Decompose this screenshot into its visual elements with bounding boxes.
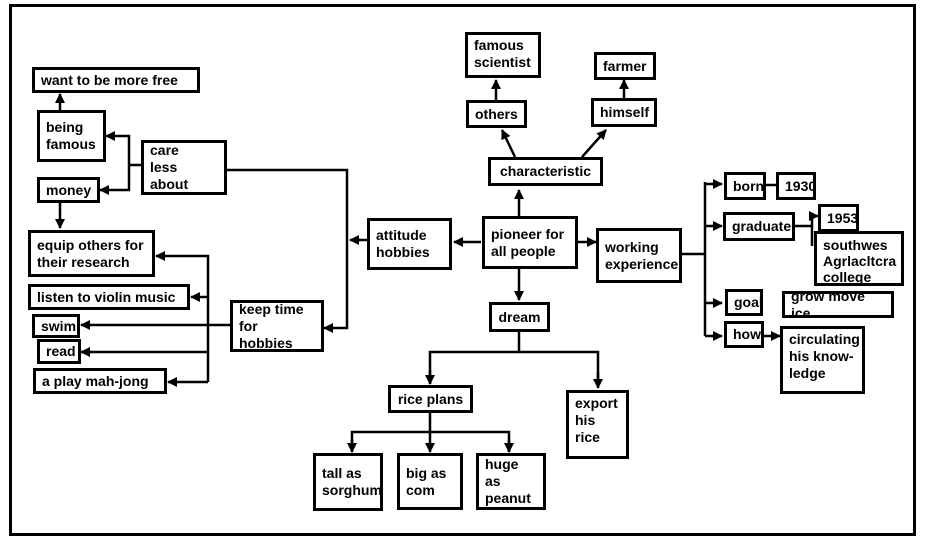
- node-mahjong: a play mah-jong: [33, 368, 167, 394]
- node-farmer: farmer: [594, 52, 656, 80]
- node-pioneer: pioneer for all people: [482, 216, 578, 269]
- node-swim: swim: [32, 314, 80, 338]
- node-1953: 1953: [818, 204, 859, 232]
- node-others: others: [466, 100, 527, 128]
- node-want-free: want to be more free: [32, 67, 200, 93]
- edge-care-money: [99, 165, 131, 195]
- node-big: big as com: [397, 453, 463, 510]
- node-care-less: care less about: [141, 140, 227, 195]
- node-violin: listen to violin music: [28, 284, 190, 310]
- edge-characteristic-others: [500, 129, 517, 158]
- node-read: read: [37, 339, 81, 364]
- edge-attitude-branch: [227, 168, 349, 333]
- node-tall: tall as sorghum: [313, 453, 383, 511]
- node-characteristic: characteristic: [488, 157, 603, 186]
- diagram-frame: [9, 4, 916, 536]
- node-famous-scientist: famous scientist: [465, 32, 541, 78]
- edge-keep-equip: [155, 251, 210, 382]
- node-circulating: circulating his know- ledge: [780, 326, 865, 394]
- node-export: export his rice: [566, 390, 629, 459]
- node-keep-time: keep time for hobbies: [230, 300, 324, 352]
- node-goal: goal: [725, 289, 763, 316]
- node-1930: 1930: [776, 172, 816, 200]
- edge-care-famous: [105, 131, 131, 165]
- node-how: how: [724, 321, 764, 348]
- node-huge: huge as peanut: [476, 453, 546, 510]
- node-grow: grow move ice: [782, 288, 894, 321]
- node-himself: himself: [591, 98, 657, 127]
- node-equip-others: equip others for their research: [28, 230, 155, 277]
- node-dream: dream: [489, 302, 550, 332]
- node-money: money: [37, 177, 100, 203]
- node-born: born: [724, 172, 766, 200]
- edge-dream-branch: [428, 350, 600, 386]
- node-working: working experience: [596, 228, 682, 283]
- node-attitude: attitude hobbies: [367, 218, 452, 270]
- node-being-famous: being famous: [37, 110, 106, 162]
- edge-characteristic-himself: [581, 129, 607, 158]
- node-college: southwes Agrlacltcra college: [814, 231, 904, 286]
- node-graduate: graduate: [723, 212, 795, 241]
- node-rice-plans: rice plans: [388, 385, 473, 413]
- edge-graduate-1953: [795, 211, 819, 228]
